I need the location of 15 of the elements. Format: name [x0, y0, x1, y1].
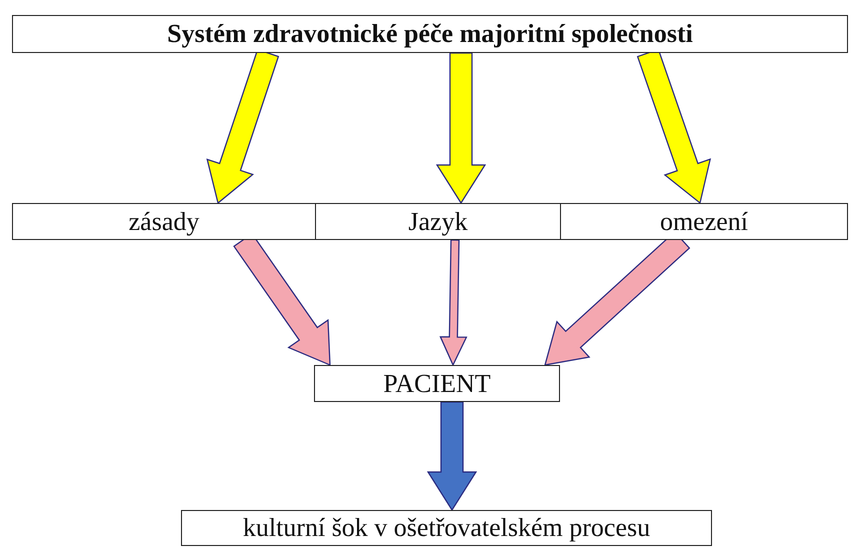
- text-box: [560, 203, 848, 240]
- text-box: [12, 15, 848, 53]
- block-arrow: [439, 239, 468, 366]
- text-box: [314, 365, 560, 402]
- box-label: Jazyk: [408, 206, 468, 236]
- title-text: Systém zdravotnické péče majoritní společnosti: [167, 19, 693, 49]
- box-label: omezení: [660, 206, 748, 236]
- block-arrow: [436, 52, 486, 204]
- text-box: [12, 203, 316, 240]
- text-box: [181, 510, 712, 546]
- box-label: PACIENT: [383, 368, 491, 398]
- text-box: [315, 203, 561, 240]
- block-arrow: [426, 401, 478, 512]
- box-label: kulturní šok v ošetřovatelském procesu: [242, 513, 650, 543]
- box-label: zásady: [128, 206, 200, 236]
